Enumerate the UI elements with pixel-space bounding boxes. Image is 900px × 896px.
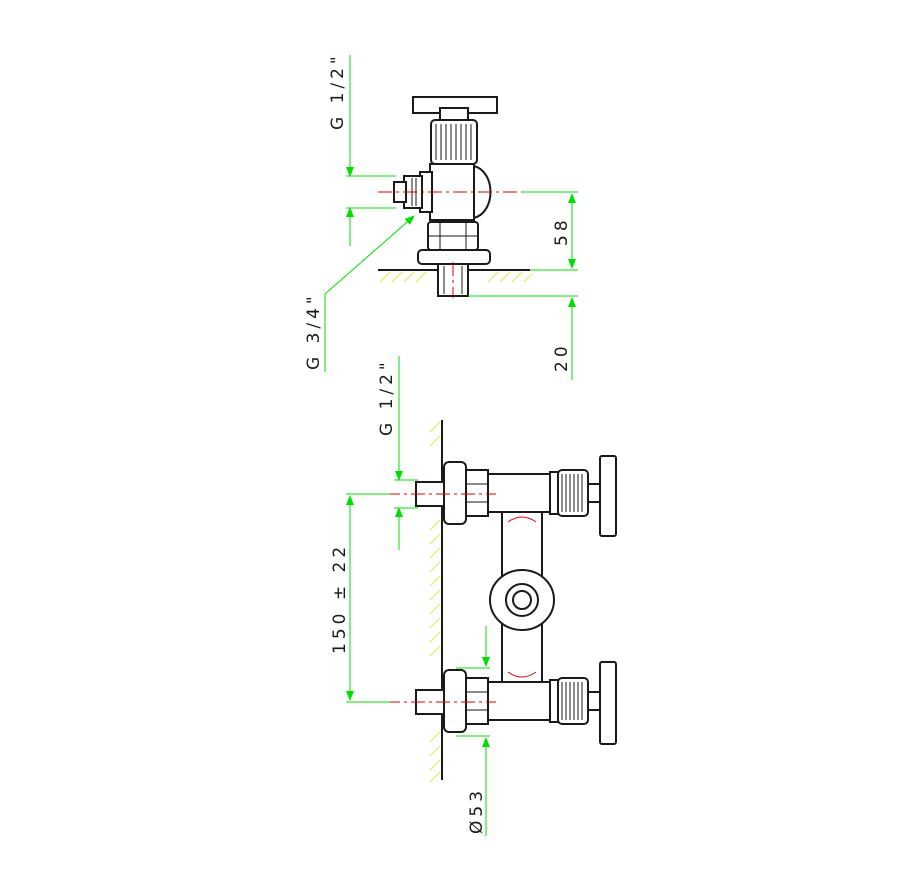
front-view: G 1/2" 150 ± 22 Ø53 xyxy=(330,356,617,836)
front-view-wall xyxy=(429,420,443,783)
side-view-inlet-thread-label: G 1/2" xyxy=(328,52,348,130)
side-view-knurled-cap xyxy=(430,119,478,165)
side-view: G 1/2" G 3/4" 58 20 xyxy=(304,52,578,380)
side-view-height-dim-label: 58 xyxy=(552,216,572,246)
side-view-depth-dimension xyxy=(468,295,578,380)
side-view-outlet-thread-leader xyxy=(324,215,415,372)
side-view-height-dimension xyxy=(522,191,578,271)
front-view-flange-diameter-label: Ø53 xyxy=(467,787,487,834)
side-view-lower-nut xyxy=(427,221,479,251)
side-view-inlet-thread-dimension xyxy=(346,55,396,246)
side-view-outlet-thread-label: G 3/4" xyxy=(304,292,324,370)
front-view-flange-diameter-dimension xyxy=(456,626,490,836)
front-view-spacing-dim-label: 150 ± 22 xyxy=(330,543,350,654)
front-view-lower-valve xyxy=(415,661,617,745)
side-view-cross-handle xyxy=(412,96,498,121)
front-view-inlet-thread-label: G 1/2" xyxy=(377,358,397,436)
side-view-flange xyxy=(417,249,491,265)
front-view-inlet-thread-dimension xyxy=(394,356,418,550)
front-view-center-body xyxy=(489,511,555,683)
side-view-depth-dim-label: 20 xyxy=(552,342,572,372)
front-view-spacing-dimension xyxy=(346,493,390,703)
side-view-threaded-stub xyxy=(437,262,469,298)
